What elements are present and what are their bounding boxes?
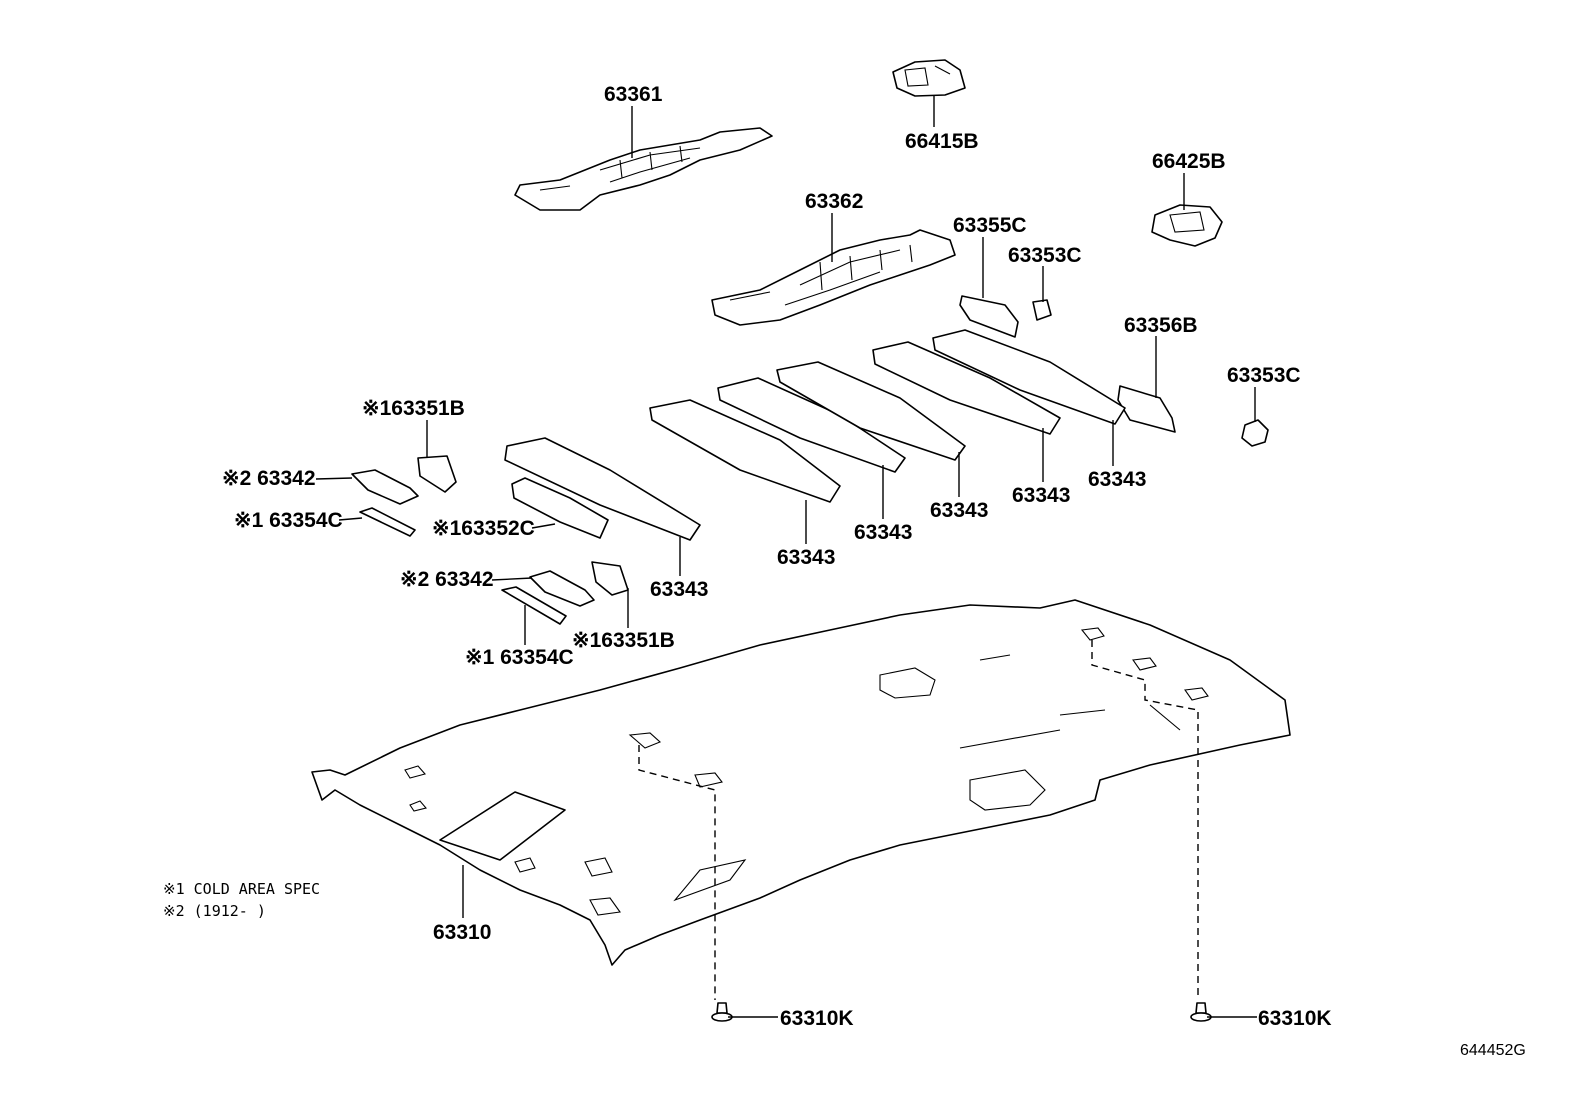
clip-63310k-right: [1190, 1002, 1212, 1022]
clip-63310k-left: [711, 1002, 733, 1022]
pad-63355c: [959, 295, 1019, 338]
strip-63354c-lower: [501, 586, 567, 625]
label-63343-1: 63343: [650, 578, 708, 601]
strip-63354c-upper: [359, 507, 416, 537]
pad-63352c: [511, 477, 609, 539]
pad-63351b-upper: [417, 455, 457, 493]
label-66415b: 66415B: [905, 130, 979, 153]
label-63353c-lower: 63353C: [1227, 364, 1301, 387]
note-date-range: ※2 (1912- ): [163, 902, 266, 920]
label-63351b-lower: ※163351B: [572, 629, 675, 652]
label-63354c-upper: ※1 63354C: [234, 509, 343, 532]
label-63355c: 63355C: [953, 214, 1027, 237]
label-63343-3: 63343: [854, 521, 912, 544]
clip-66415b: [892, 59, 966, 97]
label-63362: 63362: [805, 190, 863, 213]
label-63353c-upper: 63353C: [1008, 244, 1082, 267]
clip-66425b: [1151, 204, 1223, 247]
label-63356b: 63356B: [1124, 314, 1198, 337]
strips-63343: [504, 329, 1126, 541]
install-line-left: [638, 745, 716, 1000]
bracket-63361: [514, 127, 773, 211]
headliner-63310: [311, 599, 1291, 966]
label-63310k-right: 63310K: [1258, 1007, 1332, 1030]
label-66425b: 66425B: [1152, 150, 1226, 173]
label-63310k-left: 63310K: [780, 1007, 854, 1030]
pad-63356b: [1117, 385, 1176, 433]
label-63354c-lower: ※1 63354C: [465, 646, 574, 669]
pad-63342-lower: [529, 570, 595, 607]
install-line-right: [1091, 640, 1199, 1000]
label-63352c: ※163352C: [432, 517, 535, 540]
label-63343-2: 63343: [777, 546, 835, 569]
label-63342-lower: ※2 63342: [400, 568, 494, 591]
label-63342-upper: ※2 63342: [222, 467, 316, 490]
label-63343-6: 63343: [1088, 468, 1146, 491]
leader-lines: [315, 96, 1257, 1018]
pad-63353c-lower: [1241, 419, 1269, 447]
note-cold-area: ※1 COLD AREA SPEC: [163, 880, 320, 898]
label-63351b-upper: ※163351B: [362, 397, 465, 420]
label-63310: 63310: [433, 921, 491, 944]
bracket-63362: [711, 229, 956, 326]
pad-63351b-lower: [591, 561, 629, 596]
figure-id: 644452G: [1460, 1042, 1526, 1059]
pad-63353c-upper: [1032, 299, 1052, 321]
pad-63342-upper: [351, 469, 419, 505]
label-63343-5: 63343: [1012, 484, 1070, 507]
label-63361: 63361: [604, 83, 663, 106]
label-63343-4: 63343: [930, 499, 988, 522]
